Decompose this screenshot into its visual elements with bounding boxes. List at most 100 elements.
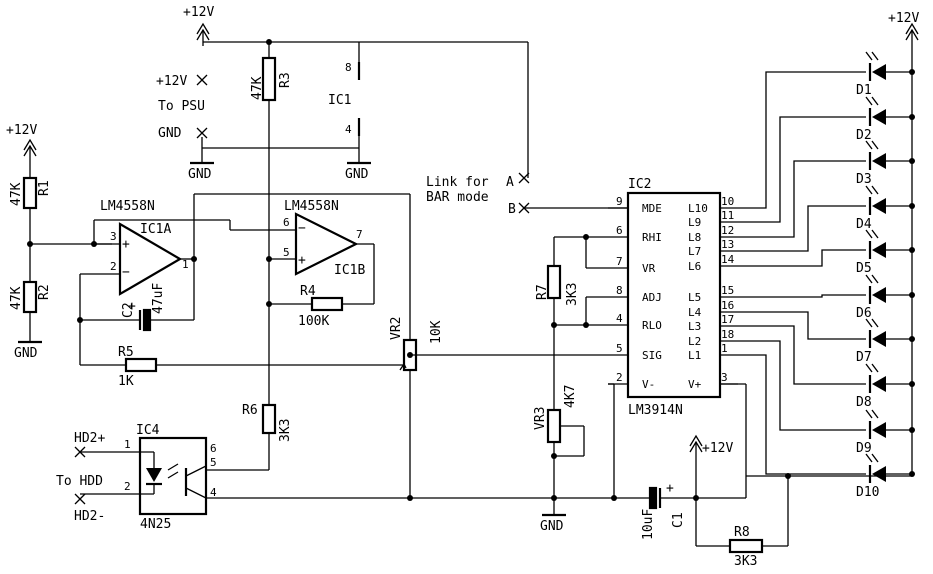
ic1a-pin3: 3 (110, 230, 117, 243)
resistor-r4: R4 100K (298, 284, 374, 329)
led-label-d6: D6 (856, 306, 872, 321)
r3-name: R3 (278, 72, 293, 88)
led-label-d2: D2 (856, 128, 872, 143)
ic2-pin-label-adj: ADJ (642, 291, 662, 304)
ic2-pin-label-v+: V+ (688, 378, 702, 391)
led-d3: D3 (738, 140, 915, 238)
r5-value: 1K (118, 374, 134, 389)
ic2-pin-label-v-: V- (642, 378, 655, 391)
psu-gnd-label: GND (158, 126, 182, 141)
led-d10: D10 (738, 354, 915, 500)
ic2-pin-16: 16 (721, 299, 734, 312)
r6-value: 3K3 (278, 419, 293, 442)
ic2-pin-15: 15 (721, 284, 734, 297)
ic4-part: 4N25 (140, 517, 171, 532)
c1-name: C1 (671, 512, 686, 528)
vr3-value: 4K7 (563, 385, 578, 408)
opamp-ic1b: − + LM4558N IC1B 6 5 7 (266, 199, 375, 307)
c2-value: 47uF (151, 283, 166, 314)
resistor-r8: R8 3K3 (696, 473, 791, 569)
r1-name: R1 (37, 180, 52, 196)
psu-label: To PSU (158, 99, 205, 114)
hdd-plus-label: HD2+ (74, 431, 105, 446)
ic2-left-wiring: R7 3K3 VR3 4K7 GND (407, 234, 617, 534)
ic2-pin-label-l3: L3 (688, 320, 701, 333)
bar-mode-link: Link for A BAR mode B (426, 172, 628, 217)
ic1a-pin2: 2 (110, 260, 117, 273)
ic4-pin2: 2 (124, 480, 131, 493)
led-d4: D4 (738, 185, 915, 252)
c2-plus: + (128, 299, 136, 314)
gnd-label-ic1: GND (345, 167, 369, 182)
led-d7: D7 (738, 311, 915, 365)
ic2-part: LM3914N (628, 403, 683, 418)
hdd-minus-label: HD2- (74, 509, 105, 524)
ic1b-part: LM4558N (284, 199, 339, 214)
ic1-label: IC1 (328, 93, 351, 108)
r2-value: 47K (9, 286, 24, 310)
ic2-pin-3: 3 (721, 371, 728, 384)
led-label-d10: D10 (856, 485, 879, 500)
ic2-pin-8: 8 (616, 284, 623, 297)
ic1b-pin5: 5 (283, 246, 290, 259)
r1-value: 47K (9, 182, 24, 206)
ic2-pin-label-sig: SIG (642, 349, 662, 362)
led-d8: D8 (738, 325, 915, 410)
vr3-name: VR3 (533, 407, 548, 430)
ic2-pin-1: 1 (721, 342, 728, 355)
ic4-pin5: 5 (210, 456, 217, 469)
led-d2: D2 (738, 96, 915, 223)
vr2-name: VR2 (389, 317, 404, 340)
ic2-pin-label-l2: L2 (688, 335, 701, 348)
link-text-1: Link for (426, 175, 489, 190)
link-b-label: B (508, 202, 516, 217)
psu-connector: +12V To PSU GND GND (156, 74, 359, 182)
left-vcc-label: +12V (6, 123, 37, 138)
ic2-pin-label-l1: L1 (688, 349, 701, 362)
ic2-pin-label-l4: L4 (688, 306, 702, 319)
link-a-label: A (506, 175, 514, 190)
ic1b-minus-sign: − (298, 221, 306, 236)
ic2-pin-7: 7 (616, 255, 623, 268)
r2-name: R2 (37, 284, 52, 300)
capacitor-c2: + C2 47uF (77, 274, 194, 365)
led-label-d5: D5 (856, 261, 872, 276)
gnd-label-ic2: GND (540, 519, 564, 534)
ic1a-name: IC1A (140, 222, 171, 237)
ic2-vcc-label: +12V (702, 441, 733, 456)
ic2-pin-label-rlo: RLO (642, 319, 662, 332)
ic1a-plus-sign: + (122, 237, 130, 252)
led-supply-rail: +12V (746, 11, 919, 477)
ic2-pin-4: 4 (616, 312, 623, 325)
ic2-pin-9: 9 (616, 195, 623, 208)
optocoupler-ic4: IC4 4N25 1 2 6 5 4 (80, 423, 656, 532)
r6-name: R6 (242, 403, 258, 418)
resistor-r6: R6 3K3 (206, 403, 293, 471)
led-label-d1: D1 (856, 83, 872, 98)
ic2-pin-18: 18 (721, 328, 734, 341)
led-label-d7: D7 (856, 350, 872, 365)
resistor-r5: R5 1K (80, 345, 410, 389)
ic2-pin-11: 11 (721, 209, 734, 222)
ic2-pin-label-l10: L10 (688, 202, 708, 215)
led-d1: D1 (738, 51, 915, 209)
ic2-pin-14: 14 (721, 253, 735, 266)
ic2-pin-6: 6 (616, 224, 623, 237)
r3-value: 47K (250, 76, 265, 100)
hdd-connector: HD2+ To HDD HD2- (56, 431, 105, 524)
potentiometer-vr2: VR2 10K (389, 194, 444, 501)
r4-name: R4 (300, 284, 316, 299)
ic2-pin-12: 12 (721, 224, 734, 237)
resistor-r3: 47K R3 (250, 56, 293, 405)
ic2-pin-13: 13 (721, 238, 734, 251)
vr2-value: 10K (429, 320, 444, 344)
led-label-d4: D4 (856, 217, 872, 232)
ic1b-plus-sign: + (298, 253, 306, 268)
ic2-name: IC2 (628, 177, 651, 192)
ic2-pin-label-l5: L5 (688, 291, 701, 304)
capacitor-c1: + 10uF C1 +12V (641, 383, 747, 546)
ic4-pin1: 1 (124, 438, 131, 451)
